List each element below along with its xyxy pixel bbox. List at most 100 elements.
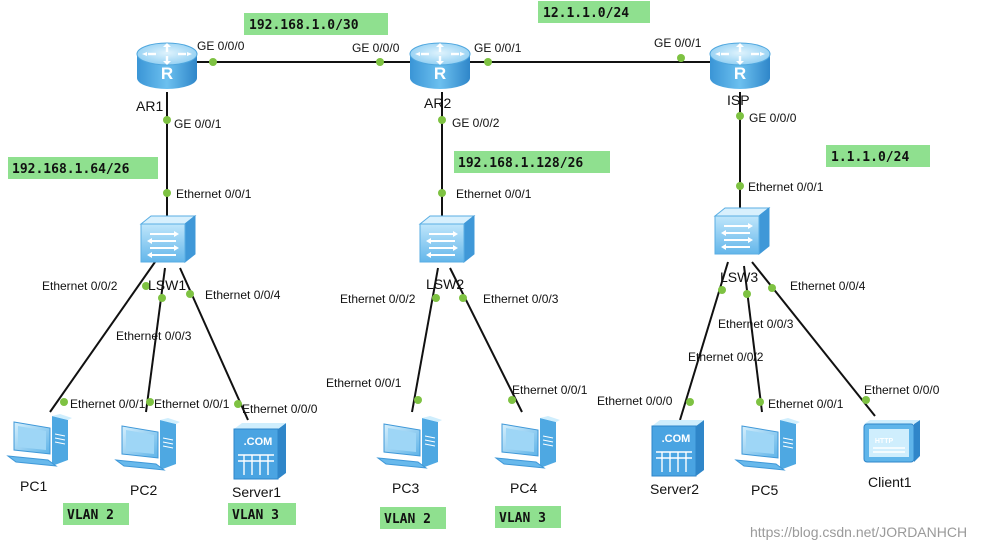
port-label: Ethernet 0/0/2 [42, 279, 118, 293]
pc-pc1[interactable]: PC1 [7, 413, 73, 494]
device-label-pc3: PC3 [392, 480, 419, 496]
port-label: GE 0/0/0 [352, 41, 400, 55]
port-dot-client1-e000 [862, 396, 870, 404]
port-label: Ethernet 0/0/1 [70, 397, 146, 411]
device-label-isp: ISP [727, 92, 750, 108]
tag-text: VLAN 2 [67, 508, 114, 523]
port-label: Ethernet 0/0/1 [326, 376, 402, 390]
port-label: GE 0/0/1 [654, 36, 702, 50]
switch-icon [714, 207, 770, 255]
port-dot-lsw2-e003 [459, 294, 467, 302]
port-dot-lsw1-e003 [158, 294, 166, 302]
tag-net-ar1-ar2: 192.168.1.0/30 [244, 13, 388, 35]
tag-text: 192.168.1.64/26 [12, 162, 130, 177]
port-dot-lsw1-e004 [186, 290, 194, 298]
tag-text: 192.168.1.0/30 [249, 18, 359, 33]
router-icon [136, 42, 198, 90]
device-label-ar1: AR1 [136, 98, 163, 114]
server-badge: .COM [662, 433, 691, 445]
switch-icon [419, 215, 475, 263]
port-dot-lsw3-e004 [768, 284, 776, 292]
port-label: Ethernet 0/0/0 [242, 402, 318, 416]
switch-icon [140, 215, 196, 263]
pc-pc5[interactable]: PC5 [735, 417, 801, 498]
port-label: Ethernet 0/0/1 [768, 397, 844, 411]
tag-text: VLAN 3 [232, 508, 279, 523]
device-label-pc5: PC5 [751, 482, 778, 498]
port-label: GE 0/0/1 [474, 41, 522, 55]
router-isp[interactable]: ISP [709, 42, 771, 108]
port-dot-server2-e000 [686, 398, 694, 406]
port-dot-ar1-ge001 [163, 116, 171, 124]
device-label-pc1: PC1 [20, 478, 47, 494]
port-dot-lsw1-e001 [163, 189, 171, 197]
tag-net-isp: 1.1.1.0/24 [826, 145, 930, 167]
port-label: GE 0/0/0 [197, 39, 245, 53]
pc-pc2[interactable]: PC2 [115, 417, 181, 498]
port-label: Ethernet 0/0/2 [688, 350, 764, 364]
tag-vlan-pc4: VLAN 3 [495, 506, 561, 528]
device-label-lsw3: LSW3 [720, 269, 758, 285]
port-dot-lsw3-e002 [718, 286, 726, 294]
link-lsw3-server2 [679, 261, 729, 421]
pc-pc4[interactable]: PC4 [495, 415, 561, 496]
server-badge: .COM [244, 436, 273, 448]
tag-net-lan1: 192.168.1.64/26 [8, 157, 158, 179]
router-icon [709, 42, 771, 90]
link-lsw2-pc4 [449, 267, 523, 413]
device-label-ar2: AR2 [424, 95, 451, 111]
port-label: Ethernet 0/0/1 [512, 383, 588, 397]
server-server2[interactable]: .COM Server2 [650, 419, 705, 497]
port-label: Ethernet 0/0/0 [597, 394, 673, 408]
port-label: Ethernet 0/0/1 [176, 187, 252, 201]
device-label-pc2: PC2 [130, 482, 157, 498]
port-dot-lsw3-e003 [743, 290, 751, 298]
tag-text: VLAN 3 [499, 511, 546, 526]
watermark: https://blog.csdn.net/JORDANHCH [750, 524, 967, 540]
tag-vlan-pc1: VLAN 2 [63, 503, 129, 525]
tag-vlan-pc3: VLAN 2 [380, 507, 446, 529]
port-label: Ethernet 0/0/3 [116, 329, 192, 343]
port-label: GE 0/0/1 [174, 117, 222, 131]
port-label: Ethernet 0/0/4 [205, 288, 281, 302]
port-label: GE 0/0/2 [452, 116, 500, 130]
device-label-server2: Server2 [650, 481, 699, 497]
device-label-client1: Client1 [868, 474, 912, 490]
port-label: Ethernet 0/0/0 [864, 383, 940, 397]
pc-pc3[interactable]: PC3 [377, 415, 443, 496]
switch-lsw2[interactable]: LSW2 [419, 215, 475, 292]
port-label: Ethernet 0/0/1 [154, 397, 230, 411]
port-label: Ethernet 0/0/3 [718, 317, 794, 331]
switch-lsw1[interactable]: LSW1 [140, 215, 196, 293]
port-dots [60, 54, 870, 408]
port-dot-pc3-e001 [414, 396, 422, 404]
port-dot-lsw2-e001 [438, 189, 446, 197]
port-dot-ar2-ge002 [438, 116, 446, 124]
port-dot-pc2-e001 [146, 398, 154, 406]
port-dot-lsw3-e001 [736, 182, 744, 190]
link-lsw3-pc5 [743, 265, 763, 413]
server-icon [651, 419, 705, 477]
port-label: Ethernet 0/0/1 [748, 180, 824, 194]
device-label-server1: Server1 [232, 484, 281, 500]
switch-lsw3[interactable]: LSW3 [714, 207, 770, 285]
port-dot-lsw1-e002 [142, 282, 150, 290]
client-badge: HTTP [875, 438, 894, 445]
tag-text: 12.1.1.0/24 [543, 6, 629, 21]
port-label: Ethernet 0/0/1 [456, 187, 532, 201]
server-server1[interactable]: .COM Server1 [232, 422, 287, 500]
port-label: GE 0/0/0 [749, 111, 797, 125]
server-icon [233, 422, 287, 480]
router-ar1[interactable]: AR1 [136, 42, 198, 114]
port-dot-ar1-ge000 [209, 58, 217, 66]
tag-text: 192.168.1.128/26 [458, 156, 583, 171]
port-dot-isp-ge001 [677, 54, 685, 62]
router-ar2[interactable]: AR2 [409, 42, 471, 111]
client-client1[interactable]: HTTP Client1 [863, 419, 921, 490]
link-lsw1-pc1 [49, 261, 156, 413]
pc-icon [495, 415, 561, 469]
port-labels: GE 0/0/0 GE 0/0/0 GE 0/0/1 GE 0/0/1 GE 0… [42, 36, 940, 416]
device-label-lsw1: LSW1 [148, 277, 186, 293]
port-dot-pc4-e001 [508, 396, 516, 404]
